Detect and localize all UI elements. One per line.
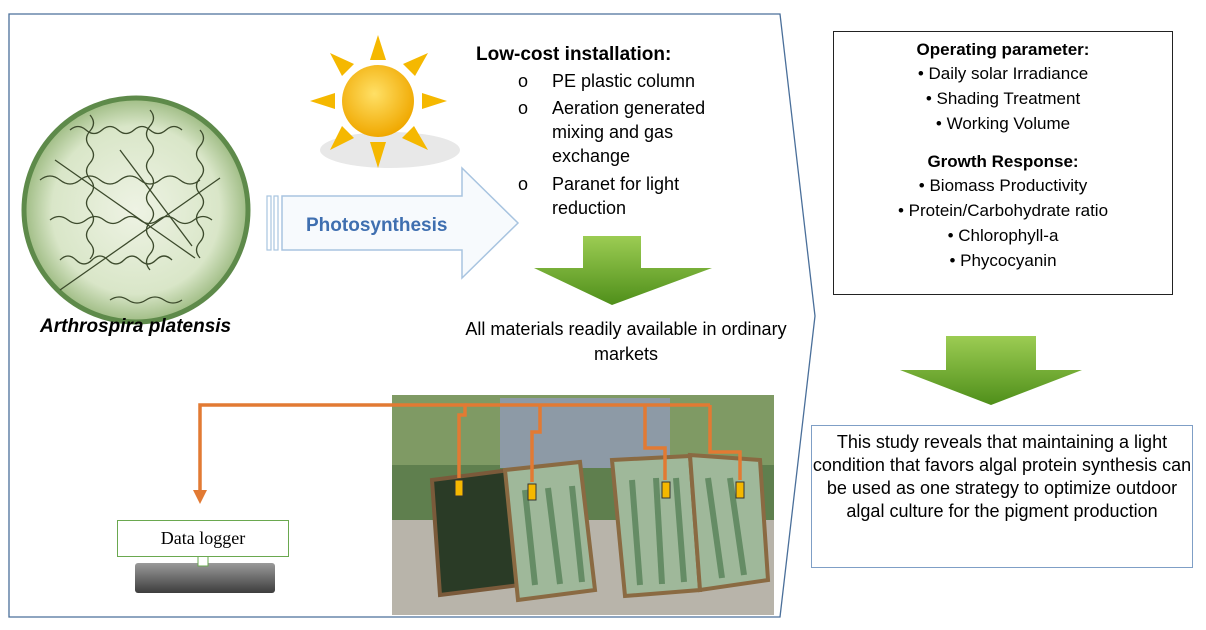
- growth-item: • Phycocyanin: [949, 251, 1057, 270]
- installation-item-line: Aeration generated: [552, 98, 706, 118]
- installation-item-line: Paranet for light: [552, 174, 680, 194]
- species-label: Arthrospira platensis: [40, 316, 232, 337]
- operating-item: • Daily solar Irradiance: [917, 64, 1089, 83]
- growth-item: • Chlorophyll-a: [947, 226, 1059, 245]
- sun-icon: [310, 35, 460, 168]
- growth-item: • Biomass Productivity: [918, 176, 1088, 195]
- installation-item-line: mixing and gas: [552, 122, 674, 142]
- materials-note: All materials readily available in ordin…: [465, 319, 787, 364]
- data-logger-device: [135, 555, 275, 593]
- wire-arrowhead-icon: [193, 490, 207, 504]
- data-logger-label: Data logger: [117, 520, 289, 557]
- installation-item-line: exchange: [552, 146, 631, 166]
- bullet-icon: o: [518, 71, 529, 91]
- installation-item-line: PE plastic column: [552, 71, 696, 91]
- microscope-image: [21, 95, 251, 325]
- operating-item: • Shading Treatment: [925, 89, 1081, 108]
- operating-item: • Working Volume: [935, 114, 1071, 133]
- reactor-photo: [392, 395, 774, 615]
- photosynthesis-label: Photosynthesis: [306, 215, 448, 236]
- down-arrow-right: [900, 336, 1082, 405]
- parameters-box: Operating parameter: • Daily solar Irrad…: [833, 31, 1173, 295]
- operating-title: Operating parameter:: [916, 40, 1090, 59]
- sensor-wiring: [198, 403, 742, 492]
- photosynthesis-arrow: [266, 166, 520, 280]
- growth-title: Growth Response:: [927, 152, 1079, 171]
- installation-item-line: reduction: [552, 198, 627, 218]
- growth-item: • Protein/Carbohydrate ratio: [897, 201, 1109, 220]
- down-arrow-left: [534, 236, 712, 305]
- bullet-icon: o: [518, 174, 529, 194]
- left-panel-outline: [8, 13, 816, 618]
- installation-title: Low-cost installation:: [476, 44, 672, 65]
- conclusion-box: This study reveals that maintaining a li…: [811, 425, 1193, 568]
- bullet-icon: o: [518, 98, 529, 118]
